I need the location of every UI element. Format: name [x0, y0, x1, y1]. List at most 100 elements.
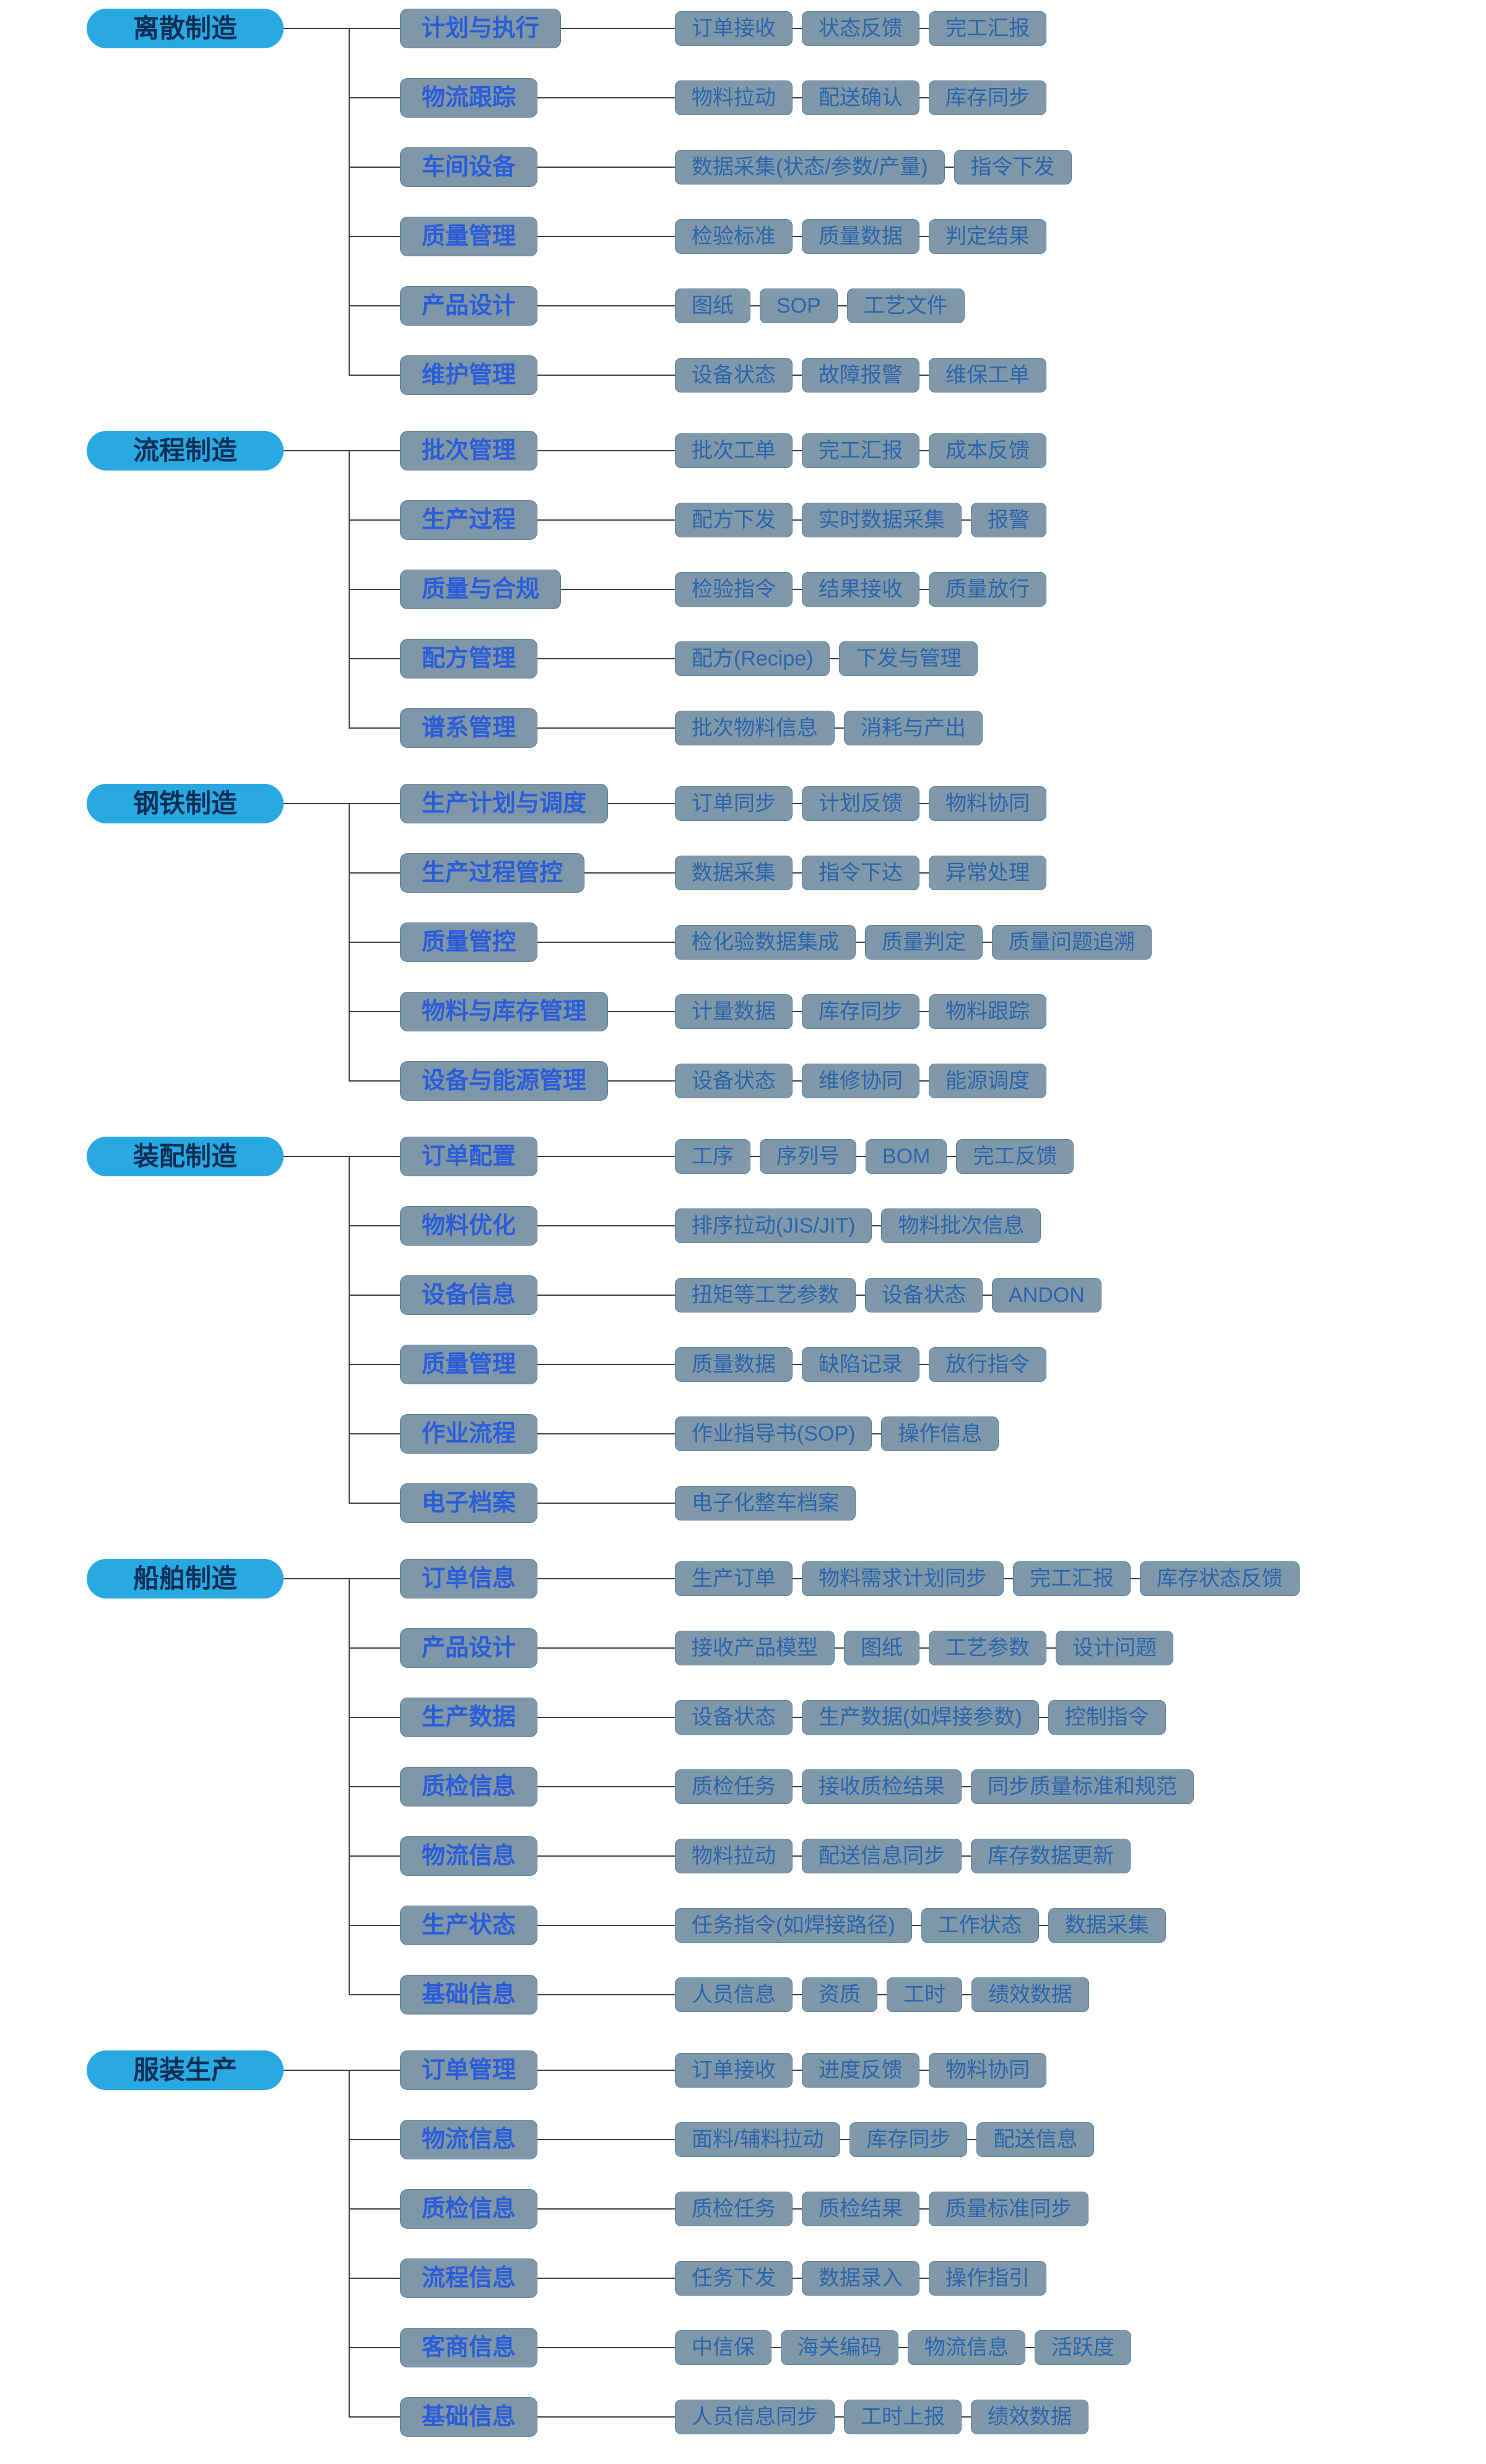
branch-row: 基础信息 人员信息资质工时绩效数据: [349, 1971, 1486, 2018]
leaf-chip: 库存同步: [849, 2122, 968, 2157]
leaf-chip: 指令下发: [954, 150, 1072, 184]
leaf-chips: 中信保海关编码物流信息活跃度: [674, 2330, 1131, 2365]
branch-row: 质检信息 质检任务接收质检结果同步质量标准和规范: [349, 1763, 1486, 1810]
leaf-chip: 序列号: [760, 1139, 856, 1174]
leaf-chips: 任务指令(如焊接路径)工作状态数据采集: [674, 1908, 1166, 1943]
branch-row: 物流信息 面料/辅料拉动库存同步配送信息: [349, 2116, 1486, 2163]
branch-connector-line: [349, 1225, 400, 1226]
branch-row: 生产过程管控 数据采集指令下达异常处理: [349, 849, 1486, 896]
leaf-connector-line: [537, 1578, 675, 1579]
branch-rows: 计划与执行 订单接收状态反馈完工汇报 物流跟踪 物料拉动配送确认库存同步 车间设…: [349, 5, 1486, 399]
leaf-connector-line: [608, 1080, 675, 1082]
leaf-chips: 人员信息同步工时上报绩效数据: [674, 2400, 1088, 2434]
branch-connector-line: [349, 450, 400, 451]
leaf-connector-line: [537, 942, 675, 943]
leaf-chip: 配方(Recipe): [675, 641, 830, 676]
leaf-chip: 物料协同: [929, 2053, 1046, 2088]
branch-node: 生产计划与调度: [400, 784, 609, 823]
branch-wrap: 产品设计: [400, 1628, 675, 1668]
pill-connector-line: [284, 1578, 349, 1579]
branch-connector-line: [349, 2416, 400, 2418]
leaf-connector-line: [537, 2416, 675, 2418]
leaf-chips: 物料拉动配送确认库存同步: [674, 80, 1046, 115]
branch-node: 批次管理: [400, 431, 538, 471]
branch-node: 设备与能源管理: [400, 1061, 609, 1101]
branch-node: 计划与执行: [400, 9, 562, 48]
category-group: 船舶制造 订单信息 生产订单物料需求计划同步完工汇报库存状态反馈 产品设计 接收…: [0, 1555, 1486, 2018]
leaf-chip: 质检结果: [802, 2192, 919, 2226]
branch-node: 设备信息: [400, 1275, 538, 1315]
category-pill: 服装生产: [87, 2050, 284, 2090]
leaf-connector-line: [584, 872, 675, 874]
leaf-chips: 订单同步计划反馈物料协同: [674, 786, 1046, 821]
leaf-chip: 配送确认: [802, 80, 919, 115]
branch-row: 设备与能源管理 设备状态维修协同能源调度: [349, 1057, 1486, 1104]
branch-row: 质检信息 质检任务质检结果质量标准同步: [349, 2185, 1486, 2232]
leaf-chip: 判定结果: [929, 219, 1046, 254]
leaf-connector-line: [537, 1156, 675, 1157]
branch-connector-line: [349, 97, 400, 98]
branch-row: 计划与执行 订单接收状态反馈完工汇报: [349, 5, 1486, 52]
branch-node: 流程信息: [400, 2258, 538, 2298]
leaf-chip: 生产订单: [675, 1561, 793, 1596]
leaf-chips: 人员信息资质工时绩效数据: [674, 1977, 1089, 2012]
pill-connector-line: [284, 803, 349, 804]
leaf-chip: 缺陷记录: [802, 1347, 919, 1382]
branch-row: 质量管理 检验标准质量数据判定结果: [349, 213, 1486, 260]
pill-connector-line: [284, 1156, 349, 1157]
leaf-chip: 任务指令(如焊接路径): [675, 1908, 912, 1943]
branch-connector-line: [349, 2208, 400, 2210]
branch-node: 质量管控: [400, 922, 538, 962]
leaf-connector-line: [537, 167, 675, 168]
leaf-connector-line: [537, 2278, 675, 2279]
leaf-connector-line: [537, 2347, 675, 2348]
branch-wrap: 产品设计: [400, 286, 675, 326]
leaf-chips: 设备状态生产数据(如焊接参数)控制指令: [674, 1700, 1166, 1735]
leaf-chip: 库存同步: [929, 80, 1046, 115]
leaf-chips: 批次物料信息消耗与产出: [674, 711, 983, 745]
leaf-chip: 库存同步: [802, 994, 919, 1029]
leaf-connector-line: [537, 2070, 675, 2071]
leaf-chip: 检化验数据集成: [675, 925, 856, 960]
leaf-chip: 质检任务: [675, 2192, 793, 2226]
leaf-chip: 操作指引: [929, 2261, 1046, 2296]
branch-wrap: 计划与执行: [400, 9, 675, 48]
branch-connector-line: [349, 658, 400, 659]
leaf-chips: 接收产品模型图纸工艺参数设计问题: [674, 1631, 1173, 1665]
leaf-chip: 物料拉动: [675, 80, 793, 115]
branch-node: 生产过程管控: [400, 853, 585, 893]
branch-connector-line: [349, 1295, 400, 1296]
leaf-chip: 维修协同: [802, 1064, 919, 1098]
branch-wrap: 生产计划与调度: [400, 784, 675, 823]
branch-row: 基础信息 人员信息同步工时上报绩效数据: [349, 2393, 1486, 2440]
branch-rows: 批次管理 批次工单完工汇报成本反馈 生产过程 配方下发实时数据采集报警 质量与合…: [349, 427, 1486, 752]
branch-connector-line: [349, 1433, 400, 1434]
leaf-connector-line: [537, 375, 675, 376]
branch-connector-line: [349, 1647, 400, 1649]
leaf-chip: 数据采集(状态/参数/产量): [675, 150, 945, 184]
leaf-connector-line: [537, 1925, 675, 1926]
leaf-connector-line: [608, 803, 675, 804]
leaf-chip: 下发与管理: [839, 641, 978, 676]
leaf-chip: 操作信息: [881, 1416, 999, 1451]
branch-wrap: 电子档案: [400, 1483, 675, 1523]
branch-node: 订单管理: [400, 2050, 538, 2090]
leaf-chip: 数据采集: [1048, 1908, 1166, 1943]
branch-wrap: 物料优化: [400, 1206, 675, 1246]
leaf-connector-line: [537, 1364, 675, 1365]
branch-wrap: 生产过程: [400, 500, 675, 540]
branch-node: 生产过程: [400, 500, 538, 540]
branch-connector-line: [349, 2347, 400, 2348]
branch-wrap: 质量管控: [400, 922, 675, 962]
leaf-chip: 订单接收: [675, 11, 793, 46]
leaf-chip: 成本反馈: [929, 433, 1046, 468]
leaf-chip: 库存状态反馈: [1140, 1561, 1300, 1596]
branch-row: 物流跟踪 物料拉动配送确认库存同步: [349, 74, 1486, 121]
branch-wrap: 质检信息: [400, 2189, 675, 2229]
leaf-chip: 排序拉动(JIS/JIT): [675, 1208, 872, 1243]
manufacturing-mindmap: 离散制造 计划与执行 订单接收状态反馈完工汇报 物流跟踪 物料拉动配送确认库存同…: [0, 5, 1486, 2440]
